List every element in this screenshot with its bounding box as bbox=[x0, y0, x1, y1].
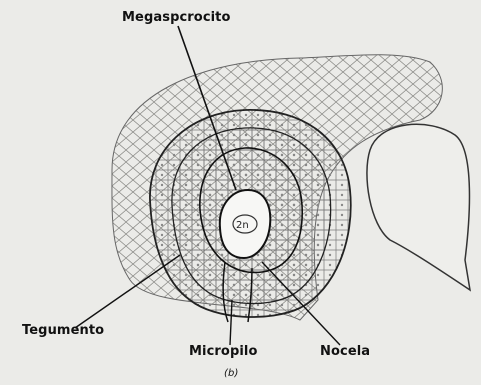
label-integument: Tegumento bbox=[22, 324, 104, 337]
label-nucellus: Nocela bbox=[320, 345, 370, 358]
panel-label: (b) bbox=[224, 369, 238, 379]
ploidy-label: 2n bbox=[236, 220, 249, 231]
label-megasporocyte: Megaspcrocito bbox=[122, 11, 231, 24]
label-micropyle: Micropilo bbox=[189, 345, 258, 358]
